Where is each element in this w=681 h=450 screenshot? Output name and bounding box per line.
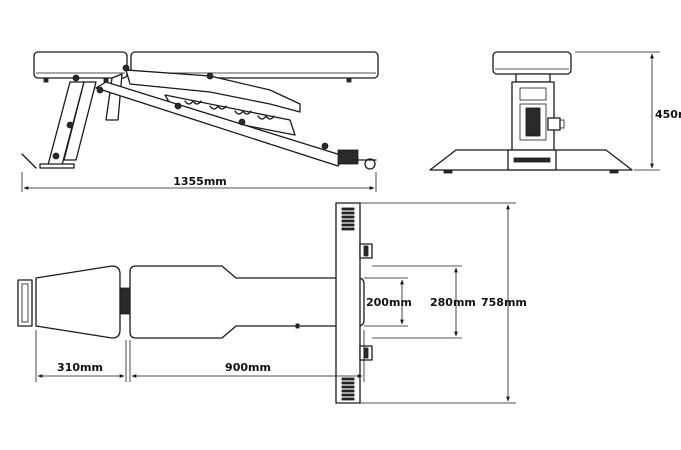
dim-label-overall-length: 1355mm	[173, 175, 227, 188]
dim-label-inner-width: 200mm	[366, 296, 412, 309]
front-base-plate	[335, 202, 361, 404]
back-pad	[130, 51, 379, 79]
seat-pad	[33, 51, 128, 79]
front-stabilizer	[337, 149, 359, 165]
base-grip-bottom	[341, 377, 355, 401]
seat-pad-top	[35, 265, 121, 339]
end-pad	[492, 51, 572, 75]
dim-label-backrest-length: 900mm	[225, 361, 271, 374]
rear-handle	[21, 153, 37, 169]
backrest-support	[125, 69, 301, 113]
top-view: 310mm 900mm 200mm 280mm 758mm	[17, 202, 527, 404]
side-view: 1355mm	[21, 51, 379, 192]
dim-label-height: 450mm	[655, 108, 681, 121]
back-pad-top	[129, 265, 365, 339]
rear-foot	[17, 279, 33, 327]
hinge	[119, 287, 131, 315]
wheel	[364, 158, 376, 170]
dim-label-seat-length: 310mm	[57, 361, 103, 374]
dim-label-pad-width: 280mm	[430, 296, 476, 309]
end-view: 450mm	[429, 51, 681, 174]
dim-label-base-width: 758mm	[481, 296, 527, 309]
base-grip-top	[341, 207, 355, 231]
pivot-bolts	[52, 64, 329, 160]
